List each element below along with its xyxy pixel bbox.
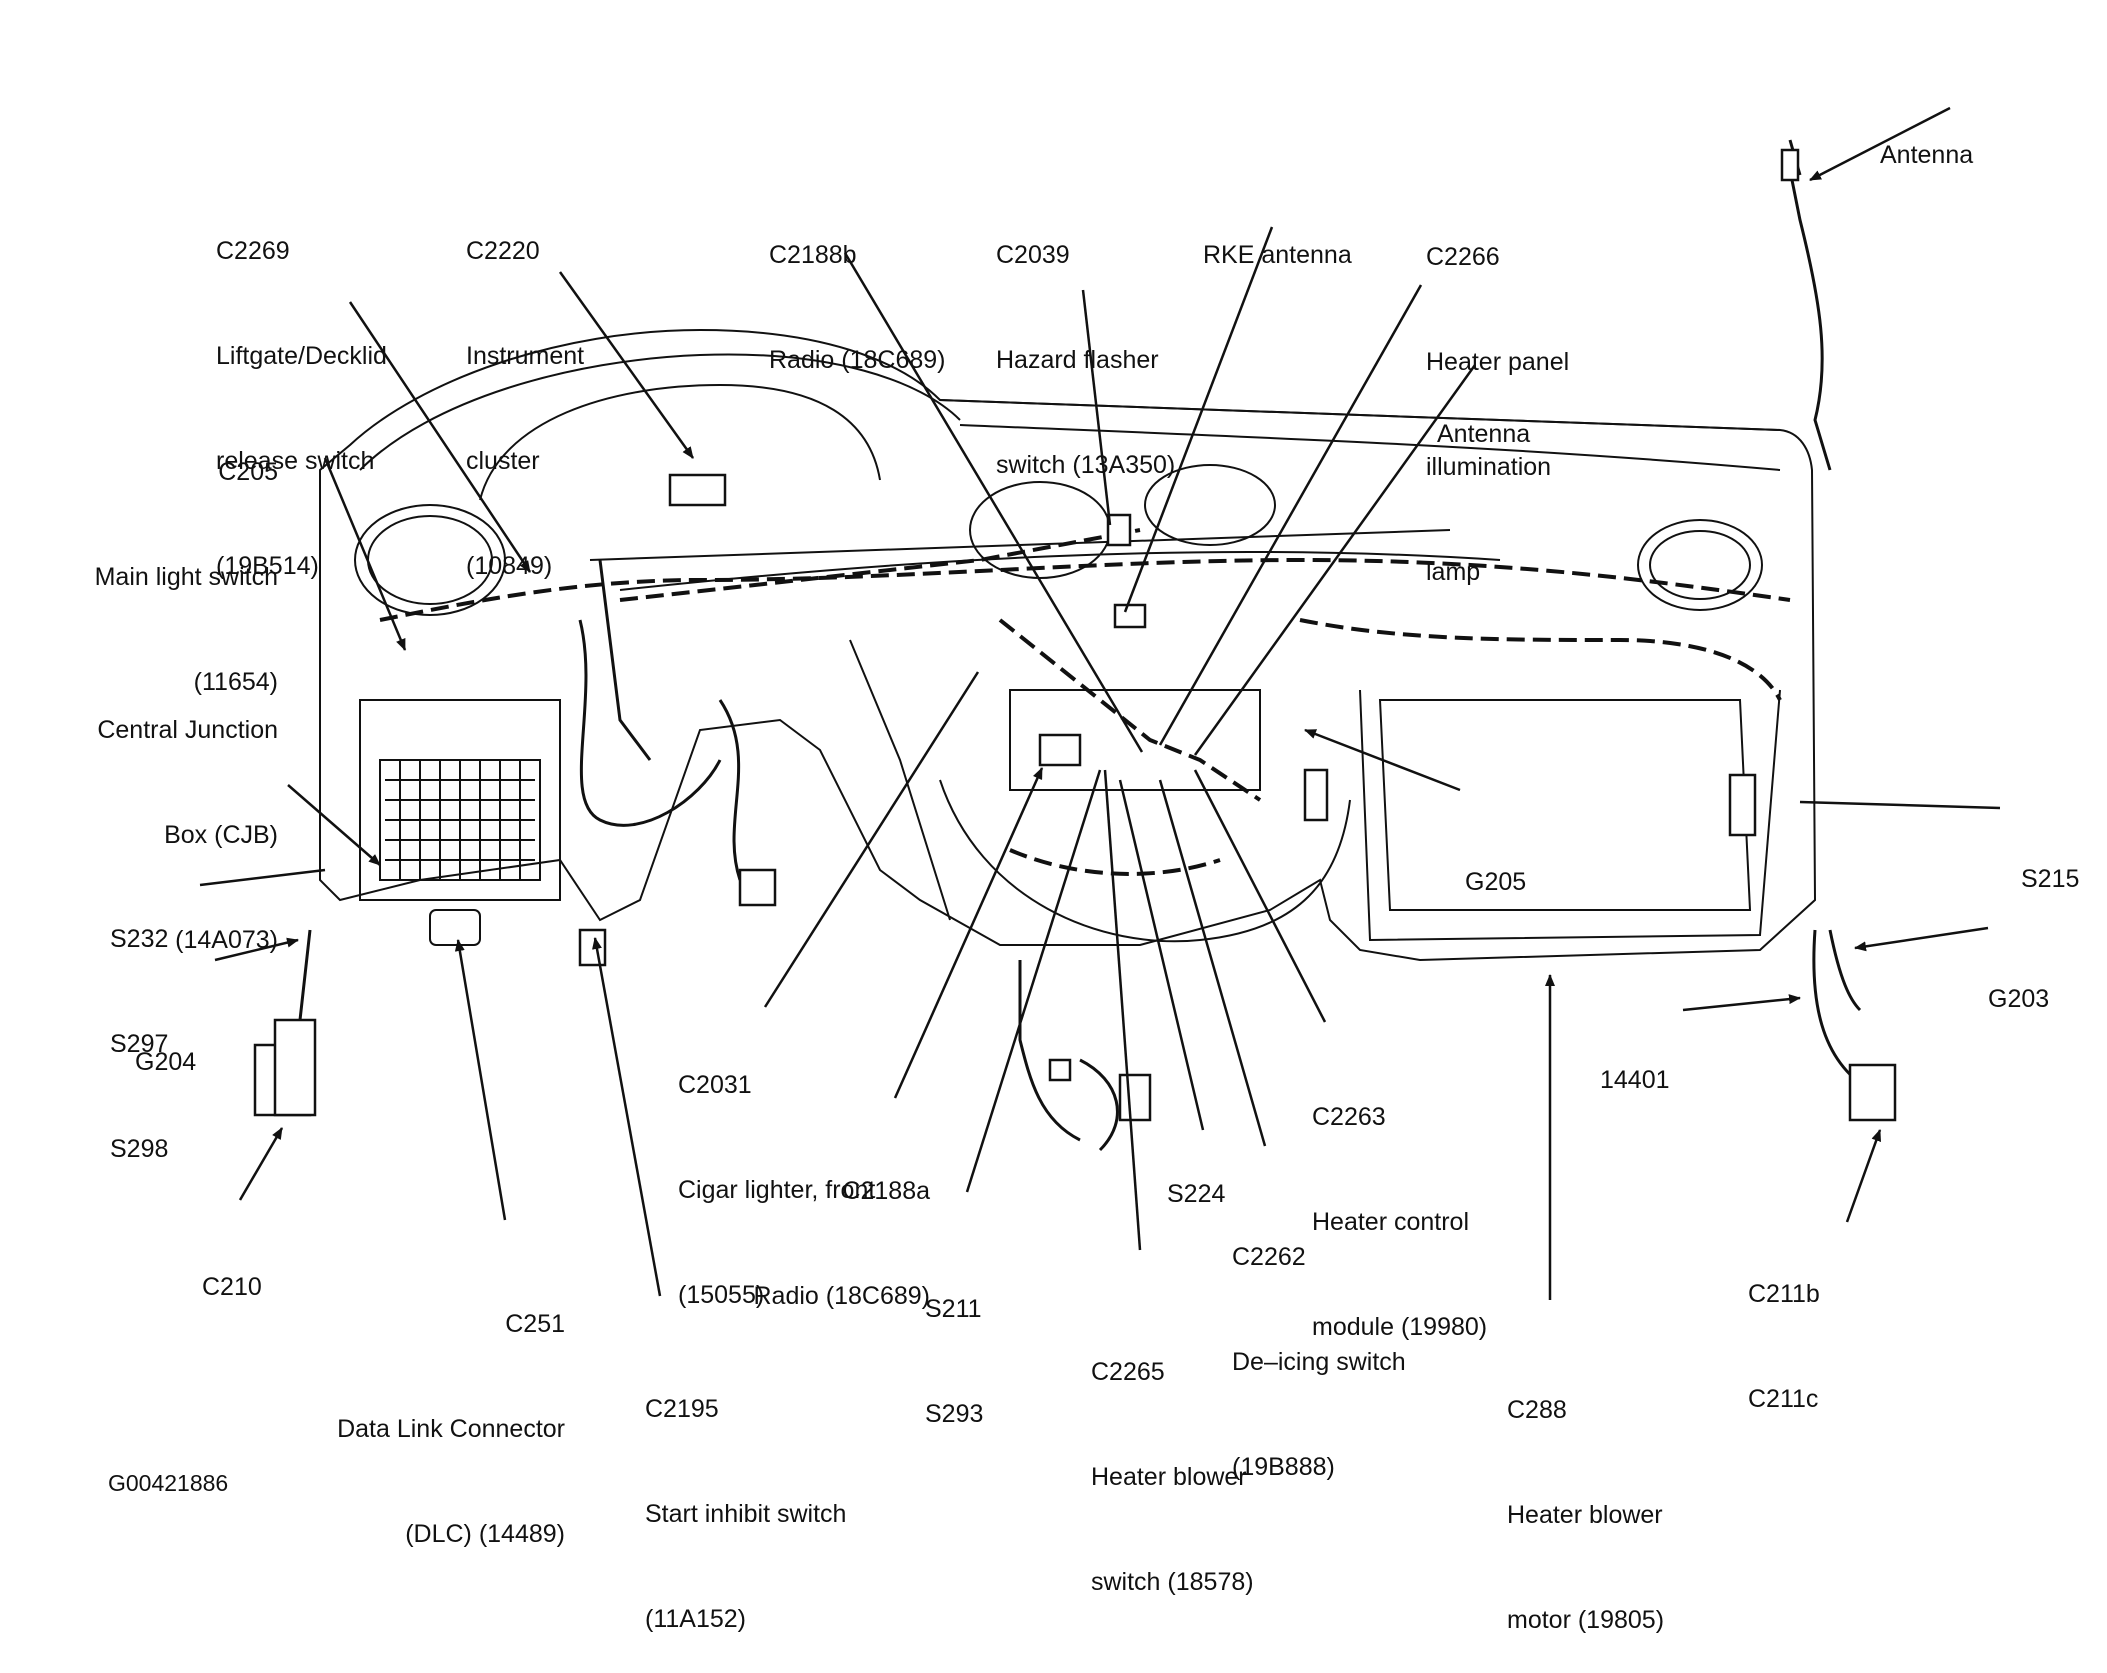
- callout-line: C2031: [678, 1071, 752, 1099]
- callout-line: C211b: [1748, 1280, 1820, 1308]
- callout-line: G205: [1465, 868, 1527, 896]
- callout-c2266: C2266 Heater panel illumination lamp: [1426, 170, 1569, 625]
- callout-line: (11654): [193, 668, 278, 696]
- callout-line: (10849): [466, 552, 553, 580]
- callout-line: Radio (18C689): [753, 1282, 931, 1310]
- callout-line: Hazard flasher: [996, 346, 1159, 374]
- callout-s211-s293: S211 S293: [925, 1222, 983, 1467]
- callout-c211b-c211c: C211b C211c: [1748, 1207, 1820, 1452]
- callout-line: G204: [135, 1048, 197, 1076]
- callout-line: Radio (18C689): [769, 346, 946, 374]
- callout-s232-s297-s298: S232 S297 S298: [110, 852, 168, 1202]
- callout-c2188b: C2188b Radio (18C689): [769, 168, 946, 413]
- callout-s215: S215: [2021, 792, 2079, 932]
- callout-line: Liftgate/Decklid: [216, 342, 387, 370]
- figure-id: G00421886: [108, 1470, 229, 1496]
- callout-line: C288: [1507, 1396, 1567, 1424]
- callout-line: switch (18578): [1091, 1568, 1254, 1596]
- callout-line: Start inhibit switch: [645, 1500, 847, 1528]
- callout-line: S215: [2021, 865, 2080, 893]
- callout-line: Heater control: [1312, 1208, 1470, 1236]
- callout-line: S211: [925, 1295, 982, 1323]
- callout-line: RKE antenna: [1203, 241, 1352, 269]
- callout-line: Main light switch: [94, 563, 278, 591]
- callout-g203: G203: [1988, 912, 2049, 1052]
- callout-line: C2266: [1426, 243, 1500, 271]
- callout-line: motor (19805): [1507, 1606, 1665, 1634]
- wiring-harness: [379, 528, 1791, 876]
- callout-14401: 14401: [1600, 993, 1670, 1133]
- callout-line: C2188a: [842, 1177, 930, 1205]
- callout-line: C2263: [1312, 1103, 1386, 1131]
- callout-line: lamp: [1426, 558, 1481, 586]
- callout-line: C2269: [216, 237, 290, 265]
- callout-line: 14401: [1600, 1066, 1670, 1094]
- callout-line: Antenna: [1437, 420, 1531, 448]
- callout-line: C2265: [1091, 1358, 1165, 1386]
- callout-line: S297: [110, 1030, 169, 1058]
- callout-line: S293: [925, 1400, 984, 1428]
- callout-line: Antenna: [1880, 141, 1974, 169]
- callout-line: Data Link Connector: [337, 1415, 565, 1443]
- callout-line: cluster: [466, 447, 540, 475]
- callout-line: G203: [1988, 985, 2050, 1013]
- callout-line: C205: [218, 458, 278, 486]
- callout-line: Box (CJB): [164, 821, 278, 849]
- callout-c288: C288 Heater blower motor (19805): [1507, 1323, 1664, 1673]
- callout-g204: G204: [135, 975, 196, 1115]
- callout-c2031: C2031 Cigar lighter, front (15055): [678, 998, 875, 1348]
- callout-line: C2039: [996, 241, 1070, 269]
- callout-line: module (19980): [1312, 1313, 1488, 1341]
- callout-line: illumination: [1426, 453, 1552, 481]
- callout-line: (11A152): [645, 1605, 746, 1633]
- callout-line: (DLC) (14489): [405, 1520, 565, 1548]
- central-junction-box: [359, 699, 561, 946]
- callout-c2265: C2265 Heater blower switch (18578): [1091, 1285, 1254, 1635]
- callout-line: S224: [1167, 1180, 1226, 1208]
- callout-c205: C205 Main light switch (11654): [60, 385, 278, 735]
- callout-line: (15055): [678, 1281, 765, 1309]
- callout-c2039: C2039 Hazard flasher switch (13A350): [996, 168, 1175, 518]
- callout-line: Cigar lighter, front: [678, 1176, 876, 1204]
- callout-c2195: C2195 Start inhibit switch (11A152): [645, 1322, 846, 1672]
- callout-line: C211c: [1748, 1385, 1819, 1413]
- callout-line: (19B514): [216, 552, 319, 580]
- callout-line: release switch: [216, 447, 375, 475]
- callout-antenna-mid: Antenna: [1437, 347, 1530, 487]
- callout-line: switch (13A350): [996, 451, 1176, 479]
- callout-line: Heater blower: [1091, 1463, 1247, 1491]
- callout-c2262: C2262 De–icing switch (19B888): [1232, 1170, 1406, 1520]
- callout-line: (19B888): [1232, 1453, 1335, 1481]
- dashboard-wiring-diagram: [199, 106, 2001, 1300]
- callout-c251: C251 Data Link Connector (DLC) (14489): [300, 1237, 565, 1587]
- callout-c2220: C2220 Instrument cluster (10849): [466, 164, 584, 619]
- callout-line: De–icing switch: [1232, 1348, 1406, 1376]
- callout-c2188a: C2188a Radio (18C689): [700, 1104, 931, 1349]
- callout-line: S232: [110, 925, 169, 953]
- connectors: [253, 148, 1897, 1122]
- callout-line: C251: [505, 1310, 565, 1338]
- callout-cjb: Central Junction Box (CJB) (14A073): [60, 643, 278, 993]
- callout-rke-antenna: RKE antenna: [1203, 168, 1352, 308]
- callout-line: C210: [202, 1273, 262, 1301]
- callout-line: Heater panel: [1426, 348, 1570, 376]
- callout-c210: C210: [202, 1200, 262, 1340]
- callout-c2269: C2269 Liftgate/Decklid release switch (1…: [216, 164, 387, 619]
- callout-g205: G205: [1465, 795, 1526, 935]
- callout-line: C2220: [466, 237, 540, 265]
- callout-line: C2262: [1232, 1243, 1306, 1271]
- callout-line: Instrument: [466, 342, 585, 370]
- callout-c2263: C2263 Heater control module (19980): [1312, 1030, 1487, 1380]
- callout-line: S298: [110, 1135, 169, 1163]
- callout-line: Central Junction: [97, 716, 278, 744]
- callout-line: C2188b: [769, 241, 857, 269]
- leader-lines: [199, 106, 2001, 1300]
- callout-s224: S224: [1167, 1107, 1225, 1247]
- callout-line: C2195: [645, 1395, 719, 1423]
- callout-antenna-top: Antenna: [1880, 68, 1973, 208]
- callout-line: (14A073): [175, 926, 278, 954]
- callout-line: Heater blower: [1507, 1501, 1663, 1529]
